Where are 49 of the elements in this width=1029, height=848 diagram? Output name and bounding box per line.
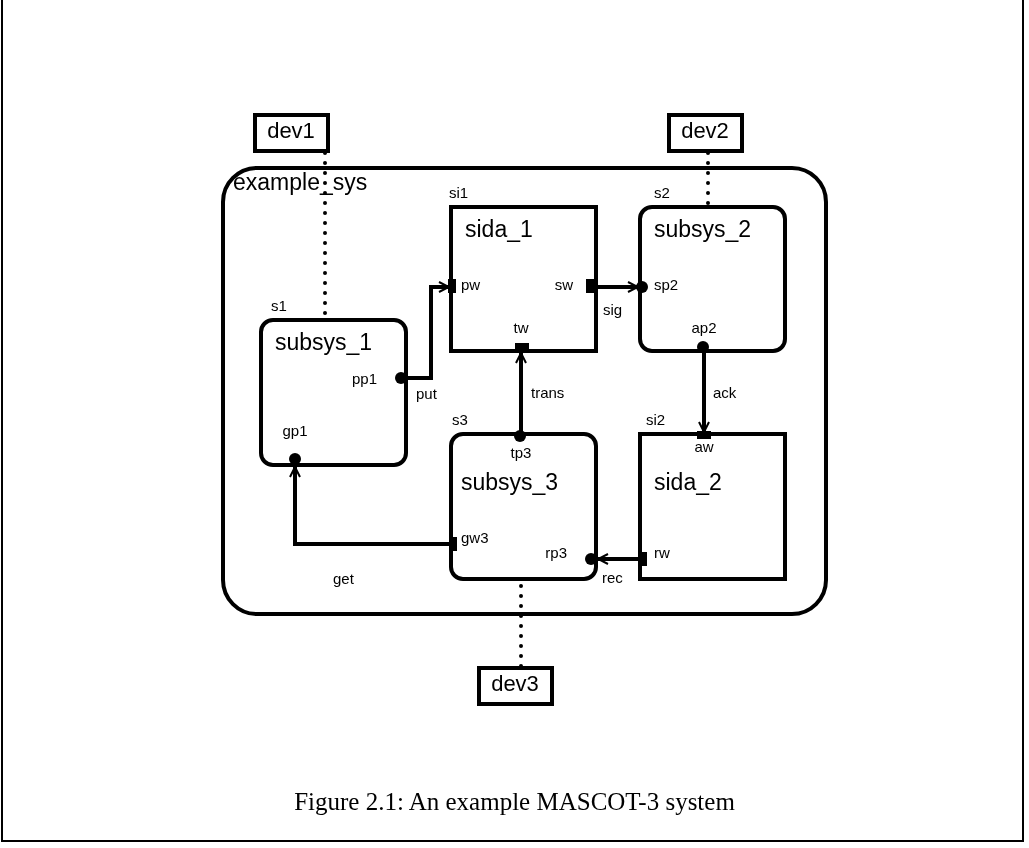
arrow bbox=[408, 281, 450, 380]
node-title: subsys_2 bbox=[654, 217, 752, 241]
port-label: ap2 bbox=[691, 319, 717, 335]
subsystem-box bbox=[638, 205, 787, 353]
port-label: tp3 bbox=[510, 444, 532, 460]
node-title: sida_2 bbox=[654, 470, 722, 494]
arrow bbox=[597, 553, 638, 565]
instance-label: si2 bbox=[646, 412, 666, 427]
caption: Figure 2.1: An example MASCOT-3 system bbox=[293, 788, 736, 816]
node-title: dev2 bbox=[681, 120, 729, 142]
node-title: example_sys bbox=[233, 170, 368, 194]
arrow bbox=[698, 353, 710, 433]
instance-label: si1 bbox=[449, 185, 469, 200]
arrow bbox=[515, 352, 527, 432]
port-label: gw3 bbox=[461, 529, 489, 545]
edge-label: rec bbox=[602, 570, 623, 585]
node-title: subsys_3 bbox=[461, 470, 559, 494]
port-label: tw bbox=[513, 319, 529, 335]
instance-label: s2 bbox=[654, 185, 670, 200]
subsystem-box bbox=[449, 432, 598, 581]
port-label: rw bbox=[654, 544, 670, 560]
instance-label: s1 bbox=[271, 298, 287, 313]
edge-label: sig bbox=[603, 302, 623, 317]
arrow bbox=[289, 466, 449, 546]
node-title: subsys_1 bbox=[275, 330, 373, 354]
node-title: sida_1 bbox=[465, 217, 533, 241]
node-title: dev3 bbox=[491, 673, 539, 695]
port-label: pp1 bbox=[351, 370, 377, 386]
subsystem-box bbox=[259, 318, 408, 467]
edge-label: ack bbox=[713, 385, 737, 400]
ida-box bbox=[449, 205, 598, 353]
instance-label: s3 bbox=[452, 412, 468, 427]
port-label: sw bbox=[554, 276, 573, 292]
port-label: rp3 bbox=[545, 544, 567, 560]
node-title: dev1 bbox=[267, 120, 315, 142]
port-label: sp2 bbox=[654, 276, 679, 292]
ida-box bbox=[638, 432, 787, 581]
system-boundary bbox=[221, 166, 828, 616]
arrow bbox=[598, 281, 639, 293]
port-label: gp1 bbox=[282, 422, 308, 438]
port-label: pw bbox=[461, 276, 481, 292]
edge-label: get bbox=[333, 571, 354, 586]
device-box bbox=[477, 666, 554, 706]
device-box bbox=[667, 113, 744, 153]
device-box bbox=[253, 113, 330, 153]
dotted-line bbox=[706, 151, 710, 207]
edge-label: put bbox=[416, 386, 437, 401]
port-label: aw bbox=[694, 438, 714, 454]
edge-label: trans bbox=[531, 385, 565, 400]
